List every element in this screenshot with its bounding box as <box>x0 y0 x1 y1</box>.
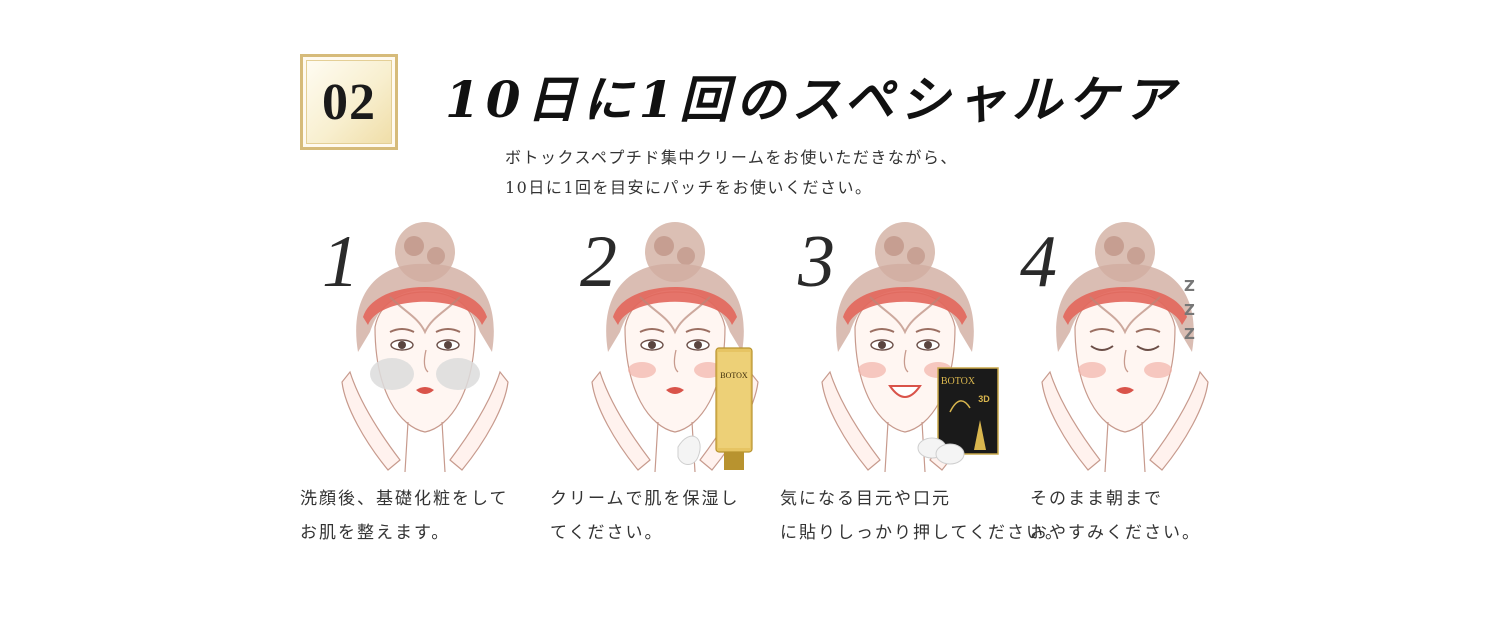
patch-pack-label: BOTOX <box>941 376 976 387</box>
step-2-line-2: てください。 <box>550 523 664 543</box>
step-number-2: 2 <box>580 221 617 303</box>
step-3-line-1: 気になる目元や口元 <box>780 489 951 509</box>
step-number-3: 3 <box>798 221 835 303</box>
patch-pack-badge: 3D <box>978 394 990 404</box>
step-4-line-1: そのまま朝まで <box>1030 489 1163 509</box>
step-badge: 02 <box>300 54 398 150</box>
patch-pack-icon: BOTOX 3D <box>917 367 999 465</box>
page-title: 10日に1回のスペシャルケア <box>445 70 1180 129</box>
sleep-z-1: Z <box>1184 277 1195 295</box>
badge-number: 02 <box>322 73 376 131</box>
step-number-4: 4 <box>1020 221 1057 303</box>
cream-tube-label: BOTOX <box>720 371 748 380</box>
sleep-z-3: Z <box>1184 325 1195 343</box>
face-foam-illustration <box>341 222 509 472</box>
step-1-line-1: 洗顔後、基礎化粧をして <box>300 489 509 509</box>
step-text-3: 気になる目元や口元 に貼りしっかり押してください。 <box>780 482 1064 550</box>
cream-tube-icon: BOTOX <box>677 347 753 470</box>
intro-text: ボトックスペプチド集中クリームをお使いただきながら、 10日に1回を目安にパッチ… <box>505 143 958 203</box>
sleep-zzz-icon: Z Z Z <box>1184 274 1195 346</box>
intro-line-2: 10日に1回を目安にパッチをお使いください。 <box>505 178 873 197</box>
face-sleep-illustration <box>1041 222 1209 472</box>
step-3-line-2: に貼りしっかり押してください。 <box>780 523 1064 543</box>
step-1-line-2: お肌を整えます。 <box>300 523 451 543</box>
step-text-2: クリームで肌を保湿し てください。 <box>550 482 740 550</box>
step-number-1: 1 <box>322 221 359 303</box>
step-text-4: そのまま朝まで おやすみください。 <box>1030 482 1201 550</box>
face-patch-illustration <box>821 222 989 472</box>
step-2-line-1: クリームで肌を保湿し <box>550 489 740 509</box>
step-text-1: 洗顔後、基礎化粧をして お肌を整えます。 <box>300 482 509 550</box>
intro-line-1: ボトックスペプチド集中クリームをお使いただきながら、 <box>505 148 958 167</box>
sleep-z-2: Z <box>1184 301 1195 319</box>
step-4-line-2: おやすみください。 <box>1030 523 1201 543</box>
